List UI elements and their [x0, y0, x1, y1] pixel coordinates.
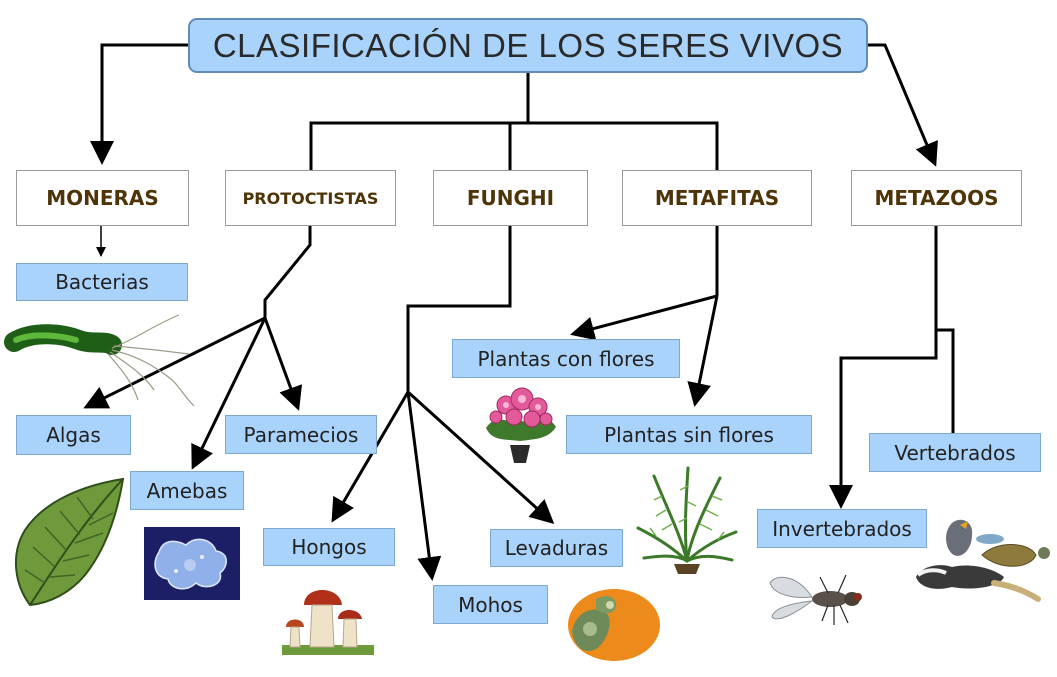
group-metazoos: METAZOOS — [851, 170, 1022, 226]
mold-orange-illustration — [568, 589, 660, 661]
connector-invertebrados — [829, 330, 938, 509]
connector-protoctistas — [263, 226, 312, 318]
diagram-title: CLASIFICACIÓN DE LOS SERES VIVOS — [188, 18, 868, 73]
item-vertebrados: Vertebrados — [869, 433, 1041, 472]
group-funghi: FUNGHI — [433, 170, 588, 226]
item-plantas-con-flores: Plantas con flores — [452, 339, 680, 378]
connector-levaduras — [406, 390, 555, 525]
item-plantas-sin-flores: Plantas sin flores — [566, 415, 812, 454]
mushroom-illustration — [282, 590, 374, 655]
item-mohos: Mohos — [433, 585, 548, 624]
group-moneras: MONERAS — [16, 170, 189, 226]
item-bacterias: Bacterias — [16, 263, 188, 301]
item-levaduras: Levaduras — [490, 529, 623, 567]
group-metafitas: METAFITAS — [622, 170, 812, 226]
algae-illustration — [14, 477, 125, 607]
connector-algas — [83, 316, 266, 409]
connector-branch — [309, 121, 719, 170]
amoeba-illustration — [144, 527, 240, 600]
group-protoctistas: PROTOCTISTAS — [225, 170, 396, 226]
connector-metazoos — [934, 226, 955, 433]
item-amebas: Amebas — [130, 471, 244, 510]
fern-illustration — [636, 466, 738, 574]
animals-illustration — [916, 519, 1050, 602]
connector-plantas-sin-flores — [687, 295, 719, 407]
connector-funghi-trunk — [406, 226, 512, 392]
connector-mohos — [406, 391, 442, 581]
bacteria-illustration — [4, 314, 195, 407]
connector-plantas-con-flores — [570, 294, 718, 341]
item-algas: Algas — [16, 415, 131, 455]
connector-hongos — [331, 391, 410, 523]
connector-paramecios — [263, 317, 303, 411]
connector-title-metazoos — [868, 43, 938, 167]
connector-amebas — [191, 317, 267, 470]
connector-title-moneras — [90, 43, 188, 165]
item-hongos: Hongos — [263, 528, 395, 566]
item-invertebrados: Invertebrados — [757, 509, 927, 548]
fly-illustration — [769, 574, 862, 625]
item-paramecios: Paramecios — [225, 415, 377, 454]
flowers-illustration — [486, 387, 556, 463]
